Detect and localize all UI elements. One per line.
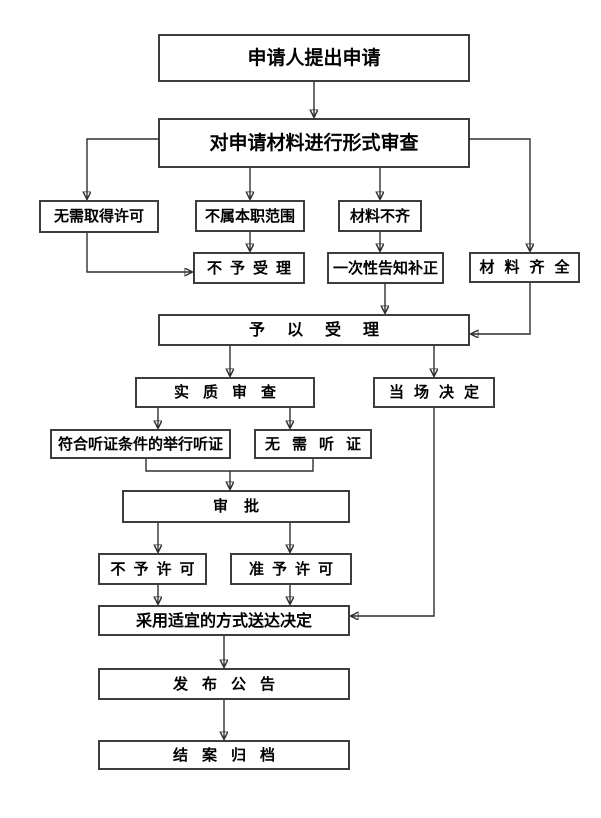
node-hold-hearing: 符合听证条件的举行听证 <box>50 429 231 459</box>
node-onsite-decision: 当场决定 <box>373 377 495 408</box>
arrow-onsite-decision-to-deliver-decision <box>351 408 435 616</box>
node-no-hearing: 无需听证 <box>254 429 372 459</box>
node-accepted: 予以受理 <box>158 314 470 346</box>
node-grant-permit: 准予许可 <box>230 553 352 585</box>
node-no-permit-needed: 无需取得许可 <box>39 200 159 233</box>
node-deliver-decision: 采用适宜的方式送达决定 <box>98 605 350 636</box>
arrow-no-permit-needed-to-not-accepted <box>86 233 192 272</box>
node-approval: 审批 <box>122 490 350 523</box>
node-not-accepted: 不予受理 <box>193 252 305 284</box>
node-deny-permit: 不予许可 <box>98 553 207 585</box>
arrow-formal-review-to-materials-complete <box>470 138 530 251</box>
node-publish-announcement: 发布公告 <box>98 668 350 700</box>
node-materials-incomplete: 材料不齐 <box>338 200 422 232</box>
node-not-own-scope: 不属本职范围 <box>195 200 305 232</box>
arrow-formal-review-to-no-permit-needed <box>87 138 158 199</box>
node-apply: 申请人提出申请 <box>158 34 470 82</box>
node-onetime-notice: 一次性告知补正 <box>327 252 444 284</box>
connector-hearing-merge <box>145 459 314 472</box>
node-materials-complete: 材料齐全 <box>469 252 580 283</box>
node-formal-review: 对申请材料进行形式审查 <box>158 118 470 168</box>
node-close-archive: 结案归档 <box>98 740 350 770</box>
node-substantive-review: 实质审查 <box>135 377 315 408</box>
arrow-materials-complete-to-accepted <box>471 283 531 334</box>
